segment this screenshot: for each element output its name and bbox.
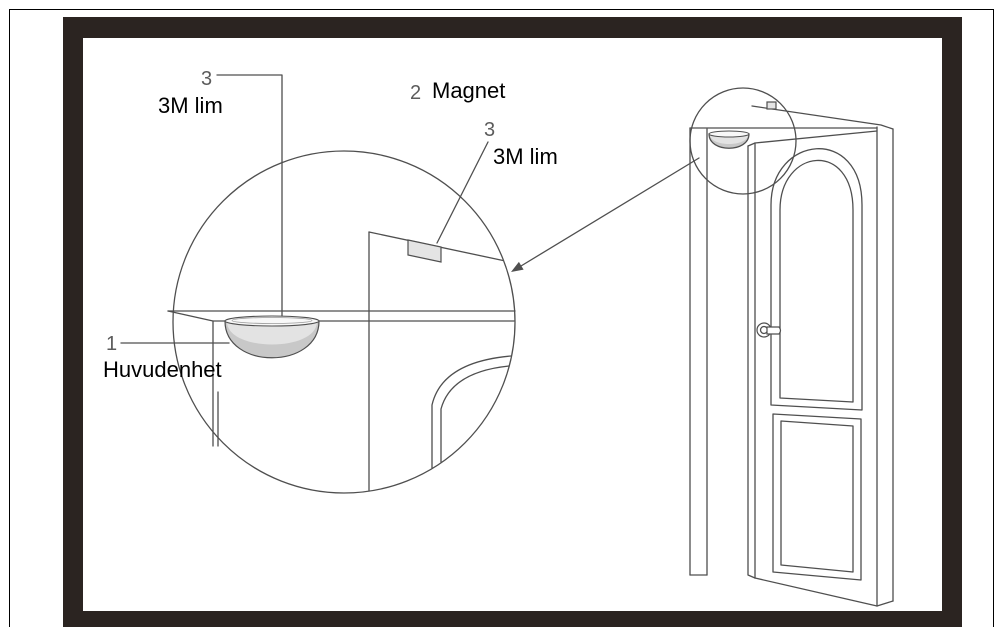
main-unit-sensor [224,315,320,359]
door-knob [756,322,782,338]
sensor-adhesive-label: 3M lim [158,93,223,118]
door-leaf-bottom-edge [754,577,878,607]
door-overview [689,87,894,607]
magnet-number: 2 [410,82,421,104]
door-arch-panel-outer [431,355,512,469]
door-lower-panel-inner [780,420,854,573]
magnet-adhesive-leader-line [436,141,489,244]
magnet-adhesive-label: 3M lim [493,144,558,169]
main-unit-number: 1 [106,333,117,355]
header-top-edge [751,105,894,130]
door-leaf-side-edge [747,145,756,579]
arrow-shaft [520,157,700,267]
door-knob-lever [766,326,782,335]
zoom-arrow [511,157,700,272]
arrow-head [511,261,524,272]
frame-header-bottom-edge [167,310,515,322]
main-unit-label: Huvudenhet [103,357,222,382]
door-lower-panel-outer [772,413,862,581]
door-arch-panel-inner [440,365,510,463]
sensor-highlight [227,322,317,345]
door-upper-panel-outer [770,148,863,411]
callout-magnet: 2 Magnet [410,78,505,104]
callout-main-unit: 1 Huvudenhet [103,333,230,382]
overview-sensor-top [708,130,750,138]
sensor-adhesive-number: 3 [201,68,212,90]
overview-magnet [766,101,777,110]
magnet-adhesive-number: 3 [484,119,495,141]
door-leaf-top-edge [747,130,878,147]
magnet-block [407,239,442,263]
outer-border [9,9,994,627]
magnet-label: Magnet [432,78,505,103]
zoom-circle [172,150,516,494]
zoom-detail [167,150,516,494]
callout-magnet-adhesive: 3 3M lim [436,119,558,244]
callout-sensor-adhesive: 3 3M lim [158,68,283,317]
door-upper-panel-inner [779,159,854,403]
sensor-top-ring [231,317,313,324]
sensor-top [224,315,320,327]
right-jamb-bottom [876,600,894,607]
sensor-adhesive-leader-line [216,74,283,317]
overview-sensor [708,130,750,149]
